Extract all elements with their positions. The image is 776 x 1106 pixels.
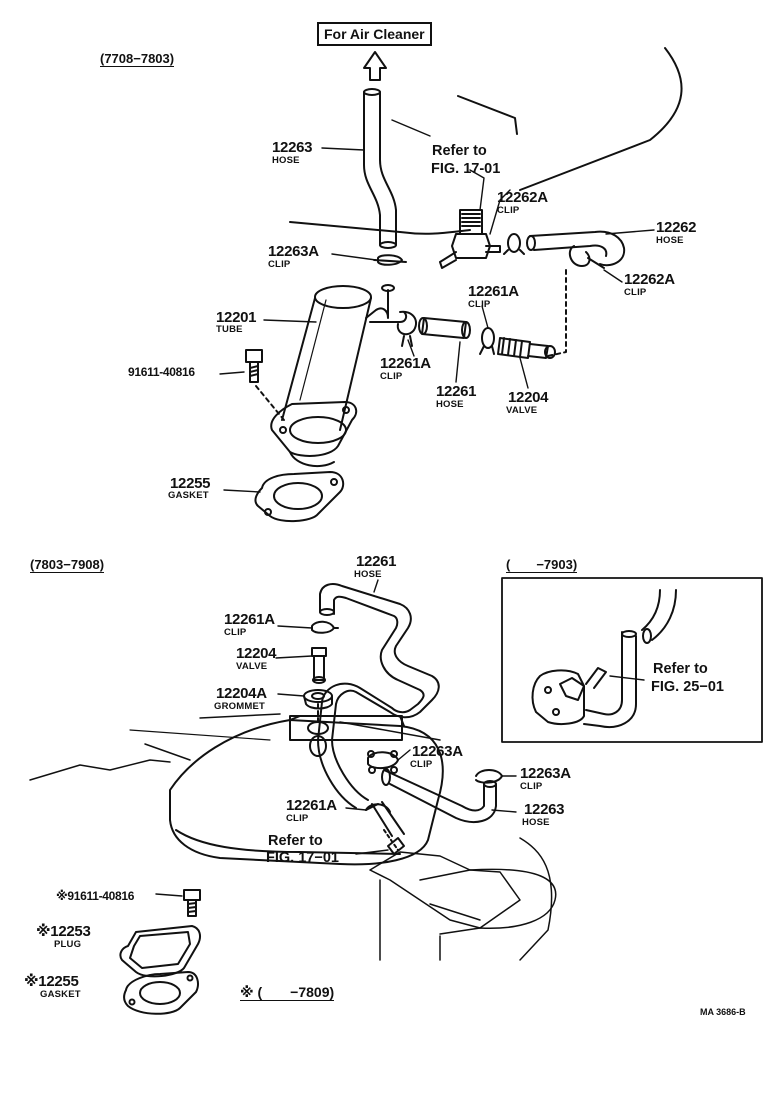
hose-12262 bbox=[529, 230, 626, 267]
leader-lines bbox=[155, 119, 655, 897]
range-note: ※ ( −7809) bbox=[240, 984, 335, 1001]
engine-outline bbox=[457, 95, 518, 135]
part-name: HOSE bbox=[522, 817, 550, 828]
plug-12253 bbox=[119, 925, 201, 978]
valve-12204 bbox=[497, 337, 531, 359]
part-name: TUBE bbox=[216, 324, 243, 335]
part-number: 12263 bbox=[272, 139, 313, 156]
part-number: 12263A bbox=[520, 765, 571, 782]
part-name: CLIP bbox=[410, 759, 433, 770]
part-number: 12263A bbox=[412, 743, 463, 760]
part-name: HOSE bbox=[354, 569, 382, 580]
part-number: ※12255 bbox=[24, 973, 79, 990]
refer-to-bottom: Refer to bbox=[268, 833, 323, 849]
clip-12263a-b1 bbox=[367, 751, 399, 770]
part-name: CLIP bbox=[520, 781, 543, 792]
clip-12261a-right bbox=[481, 327, 495, 349]
part-name: GROMMET bbox=[214, 701, 266, 712]
part-number: 12261A bbox=[468, 283, 519, 300]
range-bottom: (7803−7908) bbox=[30, 557, 105, 573]
part-number: 12262A bbox=[624, 271, 675, 288]
part-name: CLIP bbox=[268, 259, 291, 270]
part-name: VALVE bbox=[236, 661, 268, 672]
clip-12261a-b2 bbox=[365, 803, 391, 813]
part-name: VALVE bbox=[506, 405, 538, 416]
fig-ref-inset: FIG. 25−01 bbox=[651, 679, 724, 695]
top-assembly bbox=[245, 47, 683, 522]
inset-box bbox=[501, 577, 763, 743]
part-number: ※91611-40816 bbox=[56, 889, 135, 903]
gasket-12255-b bbox=[123, 971, 199, 1015]
part-number: 12204 bbox=[236, 645, 277, 662]
hose-12261-long bbox=[317, 583, 440, 809]
gasket-12255 bbox=[254, 471, 345, 522]
refer-to-top: Refer to bbox=[432, 143, 487, 159]
clip-12261a-left bbox=[396, 310, 418, 336]
hose-12263-b bbox=[383, 769, 497, 823]
fig-ref-top: FIG. 17-01 bbox=[431, 161, 501, 177]
bolt-b bbox=[183, 889, 201, 917]
clip-12262a-1 bbox=[507, 233, 521, 253]
valve-12204-b bbox=[311, 647, 327, 681]
range-top: (7708−7803) bbox=[100, 51, 175, 67]
bottom-assembly bbox=[29, 583, 557, 1015]
grommet-12204a bbox=[303, 689, 333, 703]
part-number: 12263 bbox=[524, 801, 565, 818]
part-number: 12261A bbox=[286, 797, 337, 814]
part-number: 12261A bbox=[224, 611, 275, 628]
part-name: PLUG bbox=[54, 939, 82, 950]
hose-12263 bbox=[363, 91, 397, 246]
part-number: 12204A bbox=[216, 685, 267, 702]
fig-ref-bottom: FIG. 17−01 bbox=[266, 850, 339, 866]
part-name: CLIP bbox=[224, 627, 247, 638]
part-name: CLIP bbox=[380, 371, 403, 382]
part-name: HOSE bbox=[272, 155, 300, 166]
part-name: HOSE bbox=[436, 399, 464, 410]
refer-to-inset: Refer to bbox=[653, 661, 708, 677]
part-name: CLIP bbox=[468, 299, 491, 310]
part-number: 12262 bbox=[656, 219, 697, 236]
part-name: GASKET bbox=[168, 490, 209, 501]
part-name: GASKET bbox=[40, 989, 81, 1000]
part-number: 12255 bbox=[170, 475, 211, 492]
part-number: ※12253 bbox=[36, 923, 91, 940]
part-name: HOSE bbox=[656, 235, 684, 246]
part-number: 12263A bbox=[268, 243, 319, 260]
part-number: 12204 bbox=[508, 389, 549, 406]
hose-12261 bbox=[421, 317, 467, 339]
bolt-91611 bbox=[245, 349, 285, 421]
part-number: 12261A bbox=[380, 355, 431, 372]
tube-12201 bbox=[270, 284, 408, 468]
part-name: CLIP bbox=[497, 205, 520, 216]
drawing-code: MA 3686-B bbox=[700, 1007, 746, 1017]
range-inset: ( −7903) bbox=[506, 557, 578, 573]
part-number: 12261 bbox=[356, 553, 397, 570]
part-number: 12262A bbox=[497, 189, 548, 206]
part-name: CLIP bbox=[286, 813, 309, 824]
clip-12263a bbox=[377, 254, 403, 266]
air-flow-arrow bbox=[363, 51, 387, 81]
part-number: 12201 bbox=[216, 309, 257, 326]
clip-12261a-b1 bbox=[311, 620, 335, 634]
air-cleaner-label: For Air Cleaner bbox=[317, 22, 432, 46]
part-number: 12261 bbox=[436, 383, 477, 400]
part-number: 91611-40816 bbox=[128, 365, 195, 379]
clip-12262a-2 bbox=[568, 245, 591, 267]
pcv-fitting bbox=[439, 209, 501, 269]
part-name: CLIP bbox=[624, 287, 647, 298]
